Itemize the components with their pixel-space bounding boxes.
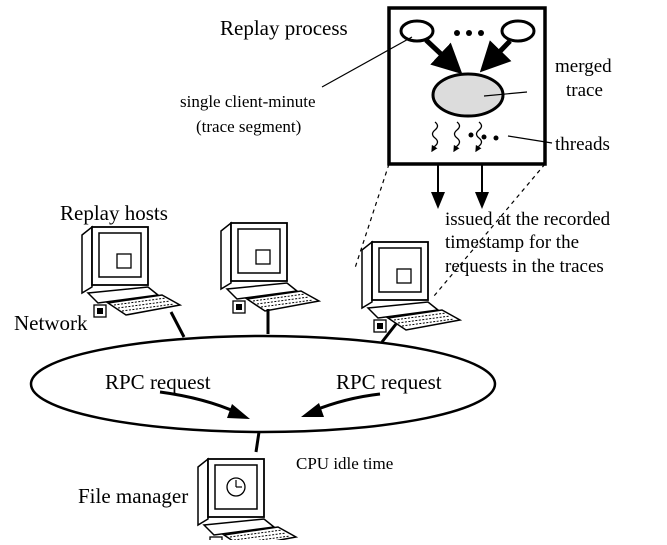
replay-host-2: [220, 222, 320, 314]
trace-segment-left: [399, 19, 435, 43]
replay-process-title: Replay process: [220, 16, 348, 40]
cpu-idle-label: CPU idle time: [296, 454, 393, 473]
issued-note-line2: timestamp for the: [445, 232, 579, 253]
issue-arrowhead-left: [431, 192, 445, 209]
host-3-link: [380, 323, 398, 343]
rpc-request-right: RPC request: [336, 370, 442, 394]
threads-pointer: [507, 135, 553, 144]
ellipsis-dots: [454, 30, 484, 36]
segment-arrow-left: [424, 38, 463, 75]
thread-squiggles: [431, 121, 483, 153]
file-manager-title: File manager: [78, 484, 188, 508]
file-manager-computer: [197, 458, 297, 545]
issued-note-line1: issued at the recorded: [445, 209, 611, 230]
network-title: Network: [14, 311, 88, 335]
network-ellipse: [29, 334, 497, 434]
segment-arrow-right: [479, 39, 512, 73]
replay-hosts-title: Replay hosts: [60, 201, 168, 225]
replay-host-1: [81, 226, 181, 318]
merged-trace-ellipse: [431, 72, 505, 118]
rpc-arrowhead-left: [227, 404, 250, 419]
zoom-line-left: [354, 163, 390, 269]
rpc-arrowhead-right: [301, 403, 324, 417]
host-1-link: [169, 311, 186, 338]
merged-label-line1: merged: [555, 56, 612, 77]
segment-pointer: [321, 36, 413, 88]
issue-arrowhead-right: [475, 192, 489, 209]
rpc-request-left: RPC request: [105, 370, 211, 394]
server-link: [254, 431, 261, 453]
merged-pointer: [483, 91, 528, 97]
issued-note-line3: requests in the traces: [445, 256, 604, 277]
trace-segment-right: [500, 19, 536, 43]
threads-label: threads: [555, 134, 610, 155]
thread-dots: [468, 132, 499, 141]
merged-label-line2: trace: [566, 80, 603, 101]
replay-host-3: [361, 241, 461, 333]
segment-label-line1: single client-minute: [180, 92, 316, 111]
replay-process-box: [387, 6, 547, 166]
segment-label-line2: (trace segment): [196, 117, 301, 136]
